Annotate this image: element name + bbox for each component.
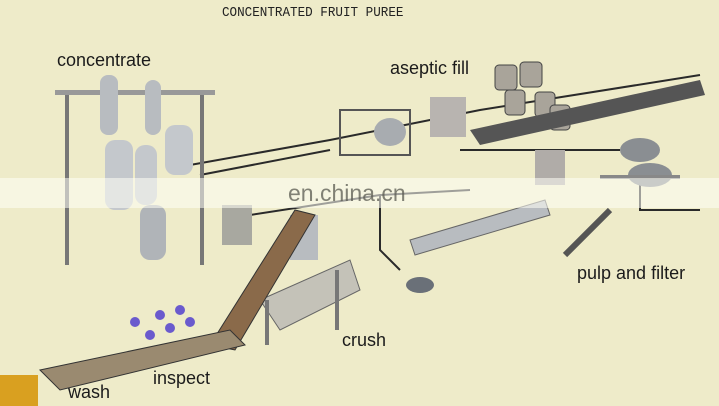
watermark-text: en.china.cn	[288, 180, 406, 206]
watermark-band	[0, 178, 719, 208]
label-crush: crush	[342, 330, 387, 350]
label-wash: wash	[68, 382, 111, 402]
label-inspect: inspect	[153, 368, 211, 388]
diagram-title: CONCENTRATED FRUIT PUREE	[222, 5, 404, 21]
inspect-wash-line	[0, 305, 246, 406]
label-aseptic-fill: aseptic fill	[390, 58, 470, 78]
label-pulp-and-filter: pulp and filter	[577, 263, 686, 283]
label-concentrate: concentrate	[57, 50, 152, 70]
aseptic-fill-unit	[339, 61, 705, 156]
